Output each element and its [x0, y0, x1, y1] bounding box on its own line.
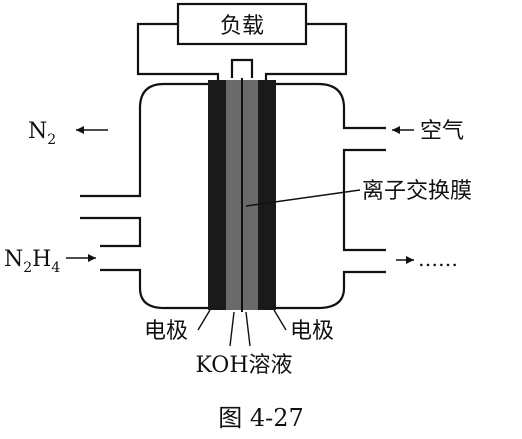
right-electrode-label: 电极: [290, 319, 334, 344]
left-chamber: [80, 82, 208, 310]
load-label: 负载: [220, 14, 264, 39]
membrane-leader: [245, 189, 361, 207]
n2h4-label: N2H4: [4, 247, 60, 276]
membrane-label: 离子交换膜: [362, 179, 472, 204]
wire-left: [136, 22, 220, 88]
left-electrode-leader: [197, 309, 211, 331]
air-label: 空气: [420, 119, 464, 144]
wire-right: [264, 22, 348, 88]
left-electrode-label: 电极: [144, 319, 188, 344]
koh-leader-right: [245, 311, 251, 347]
outlet-arrow-head: [406, 256, 414, 264]
left-electrode: [208, 80, 226, 310]
n2-label: N2: [28, 119, 56, 148]
koh-label: KOH溶液: [195, 353, 292, 378]
n2h4-arrow-head: [88, 254, 96, 262]
right-electrode: [258, 80, 276, 310]
right-electrode-leader: [273, 309, 287, 331]
right-chamber: [276, 82, 386, 310]
outlet-dots: ……: [418, 247, 458, 271]
figure-caption: 图 4-27: [218, 404, 304, 432]
n2-arrow-head: [76, 126, 84, 134]
air-arrow-head: [392, 126, 400, 134]
membrane-cap: [230, 58, 254, 78]
koh-leader-left: [229, 311, 235, 347]
